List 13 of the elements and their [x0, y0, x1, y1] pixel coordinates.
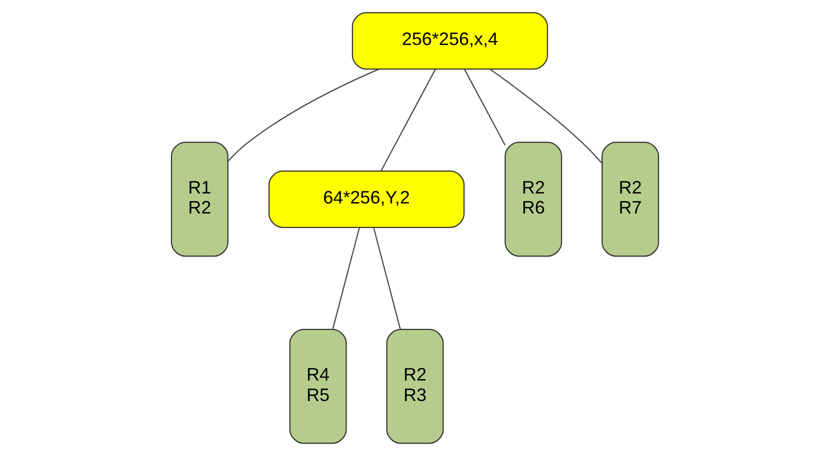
node-box: R2 R3	[386, 328, 444, 444]
node-box: R1 R2	[170, 142, 228, 257]
connector	[372, 228, 400, 330]
node-box: R4 R5	[288, 328, 346, 444]
node-box: R2 R6	[504, 142, 562, 257]
connector	[227, 68, 378, 162]
node-box: R2 R7	[601, 142, 659, 257]
connector	[463, 68, 506, 146]
connector	[380, 68, 436, 171]
connector	[332, 228, 360, 330]
node-box: 64*256,Y,2	[268, 170, 464, 228]
node-box: 256*256,x,4	[351, 12, 548, 70]
connector	[489, 68, 602, 164]
